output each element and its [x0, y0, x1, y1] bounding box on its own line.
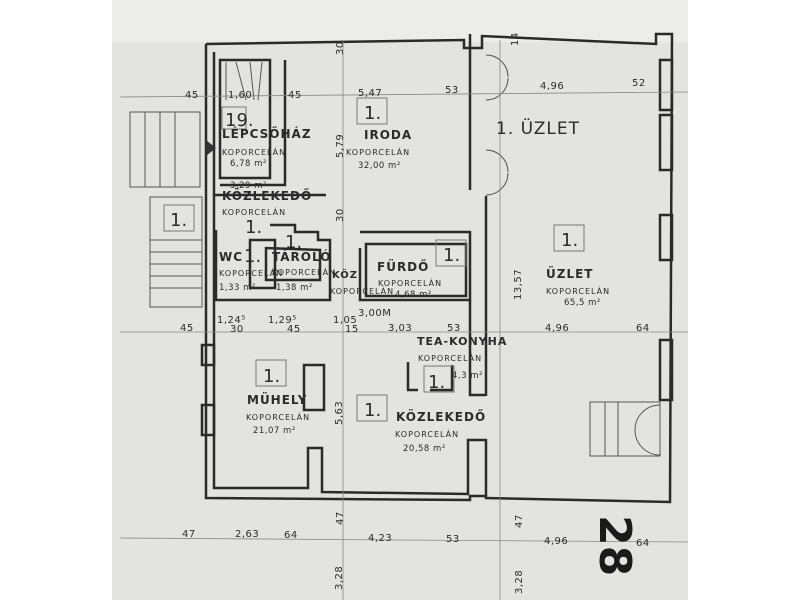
room-material: KOPORCELÁN	[418, 352, 482, 363]
dim: 47	[335, 511, 346, 525]
room-kozlekedo-top: 3,29 m² KÖZLEKEDŐ KOPORCELÁN 1.	[222, 181, 312, 238]
room-material: KOPORCELÁN	[222, 146, 286, 157]
room-material: KOPORCELÁN	[222, 206, 286, 217]
dim: 5,47	[358, 88, 382, 99]
dim: 47	[514, 514, 525, 528]
dim: 30	[335, 41, 346, 55]
room-number: 1.	[263, 366, 280, 387]
room-name: KÖZLEKEDŐ	[396, 409, 486, 424]
dimension-lines	[119, 40, 689, 600]
dim: 30	[335, 208, 346, 222]
dim: 64	[284, 530, 298, 541]
room-name: LÉPCSŐHÁZ	[222, 126, 312, 141]
room-number: 1.	[364, 103, 381, 124]
dim: 1,29⁵	[268, 315, 297, 326]
room-material: KOPORCELÁN	[395, 428, 459, 439]
dimension-labels: 45 1,60 45 5,47 53 4,96 52 30 14 5,79 30…	[180, 32, 650, 594]
room-number: 1.	[285, 232, 302, 253]
dim: 45	[287, 324, 301, 335]
room-number: 1.	[428, 372, 445, 393]
room-material: KOPORCELÁN	[546, 285, 610, 296]
room-material: KOPORCELÁN	[219, 267, 283, 278]
ceiling-height: 3,00M	[358, 308, 391, 319]
dim: 30	[230, 324, 244, 335]
room-area: 65,5 m²	[564, 298, 601, 308]
room-wc: WC 1. KOPORCELÁN 1,33 m²	[219, 246, 283, 293]
dim: 2,63	[235, 529, 259, 540]
room-teakonyha: TEA-KONYHA KOPORCELÁN 1. 4,3 m²	[417, 335, 507, 393]
dim: 13,57	[513, 269, 524, 300]
room-area: 1,33 m²	[219, 283, 256, 293]
room-material: KOPORCELÁN	[272, 266, 336, 277]
dim: 47	[182, 529, 196, 540]
dim: 5,63	[334, 401, 345, 425]
dim: 53	[446, 534, 460, 545]
room-material: KOPORCELÁN	[246, 411, 310, 422]
dim: 1,24⁵	[217, 315, 246, 326]
room-area: 4,3 m²	[452, 371, 483, 381]
walls	[200, 32, 674, 504]
dim: 3,03	[388, 323, 412, 334]
room-name: MÜHELY	[247, 392, 307, 407]
room-number: 1.	[443, 245, 460, 266]
room-area: 20,58 m²	[403, 444, 446, 454]
room-number: 1.	[245, 217, 262, 238]
room-material: KOPORCELÁN	[346, 146, 410, 157]
dim: 45	[180, 323, 194, 334]
dim: 5,79	[335, 134, 346, 158]
room-number-boxes	[163, 97, 585, 422]
room-name: WC	[219, 250, 243, 264]
room-iroda: 1. IRODA KOPORCELÁN 32,00 m²	[346, 103, 412, 171]
room-area: 3,29 m²	[230, 181, 267, 191]
dim: 4,96	[540, 81, 564, 92]
room-number: 1.	[364, 400, 381, 421]
room-kozlekedo: 1. KÖZLEKEDŐ KOPORCELÁN 20,58 m²	[364, 400, 486, 454]
dim: 4,23	[368, 533, 392, 544]
room-furdo: 1. FÜRDŐ KOPORCELÁN 4,68 m²	[377, 245, 460, 300]
uzlet-title: 1. ÜZLET	[496, 117, 580, 139]
room-uzlet: 1. ÜZLET KOPORCELÁN 65,5 m²	[546, 230, 610, 308]
room-number: 1.	[561, 230, 578, 251]
room-area: 21,07 m²	[253, 426, 296, 436]
room-name: KÖZLEKEDŐ	[222, 188, 312, 203]
room-name: KÖZ	[332, 267, 358, 281]
room-name: ÜZLET	[546, 266, 593, 281]
stair-number: 1.	[170, 210, 187, 231]
room-lepcsohaz: 19. LÉPCSŐHÁZ KOPORCELÁN 6,78 m²	[222, 110, 312, 169]
dim: 3,28	[514, 570, 525, 594]
stairs	[129, 61, 661, 457]
dim: 45	[185, 90, 199, 101]
paper-top-edge	[112, 0, 688, 42]
dim: 53	[445, 85, 459, 96]
room-name: FÜRDŐ	[377, 259, 429, 274]
room-name: TEA-KONYHA	[417, 335, 507, 348]
dim: 53	[447, 323, 461, 334]
room-koz: KÖZ KOPORCELÁN	[330, 267, 394, 296]
dim: 4,96	[545, 323, 569, 334]
room-muhely: 1. MÜHELY KOPORCELÁN 21,07 m²	[246, 366, 310, 436]
dim: 52	[632, 78, 646, 89]
room-area: 4,68 m²	[395, 290, 432, 300]
room-name: IRODA	[364, 128, 412, 142]
dim: 4,96	[544, 536, 568, 547]
dim: 45	[288, 90, 302, 101]
dim: 3,28	[334, 566, 345, 590]
dim: 64	[636, 323, 650, 334]
room-number: 1.	[244, 246, 261, 267]
dim: 64	[636, 538, 650, 549]
room-number: 19.	[225, 110, 254, 131]
room-area: 32,00 m²	[358, 161, 401, 171]
dim: 15	[345, 324, 359, 335]
room-area: 1,38 m²	[276, 283, 313, 293]
sheet-marker: 28	[589, 515, 640, 576]
dim: 1,60	[228, 90, 252, 101]
room-tarolo: 1. TÁROLÓ KOPORCELÁN 1,38 m²	[272, 232, 336, 293]
dim: 14	[510, 32, 521, 46]
room-area: 6,78 m²	[230, 159, 267, 169]
room-material: KOPORCELÁN	[378, 277, 442, 288]
room-material: KOPORCELÁN	[330, 285, 394, 296]
room-name: TÁROLÓ	[272, 249, 331, 264]
dim: 1,05	[333, 315, 357, 326]
